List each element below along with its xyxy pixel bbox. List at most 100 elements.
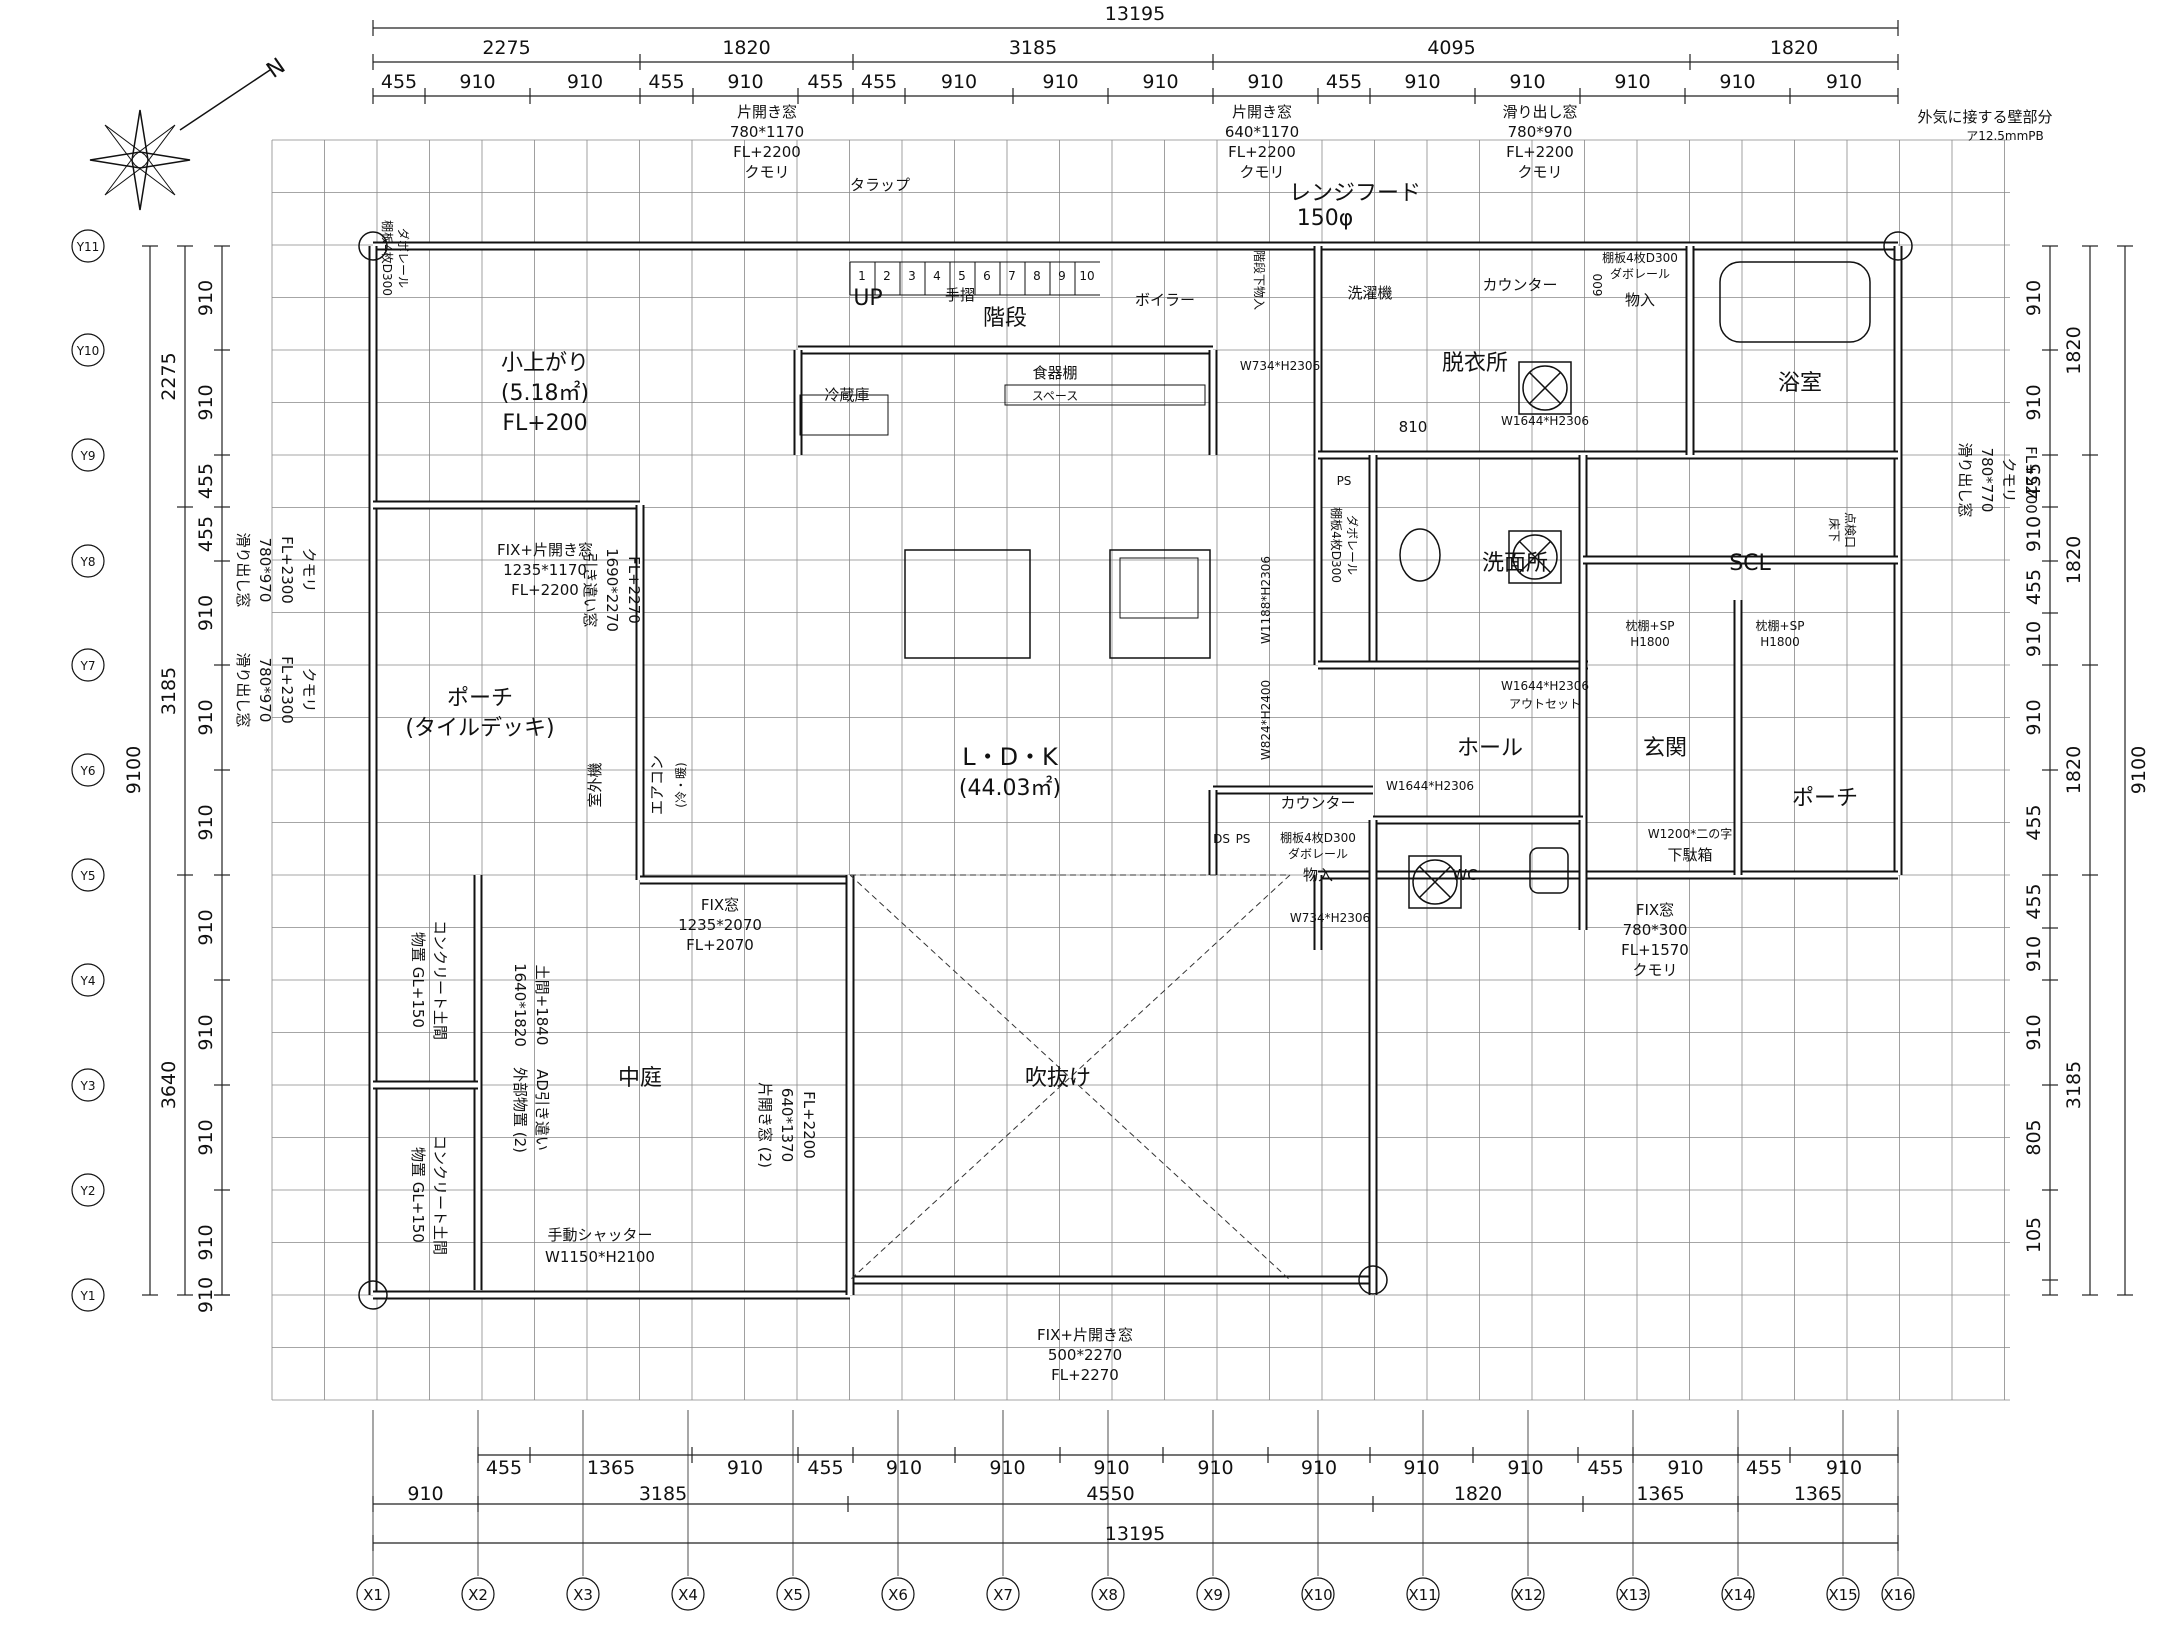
cupboard-label: スペース: [1032, 389, 1079, 403]
window-note: 780*970: [1508, 123, 1573, 141]
dimension-value: 455: [2023, 804, 2045, 840]
floor-hatch-note: 点検口: [1843, 512, 1857, 548]
room-fl: FL+200: [502, 411, 587, 436]
window-note: 片開き窓: [737, 103, 797, 121]
dimension-value: 910: [567, 71, 603, 93]
grid-x-label: X7: [993, 1586, 1013, 1604]
dimension-value: 910: [727, 71, 763, 93]
grid-bubble: [71, 1278, 105, 1312]
grid-x-label: X5: [783, 1586, 803, 1604]
room-label: 吹抜け: [1025, 1066, 1091, 1091]
note-aircon: エアコン: [648, 755, 666, 815]
dimension-value: 910: [2023, 280, 2045, 316]
dimension-total: 13195: [1105, 3, 1165, 25]
grid-y-label: Y9: [80, 449, 96, 463]
window-note: 片開き窓: [1232, 103, 1292, 121]
grid-bubble: [71, 753, 105, 787]
window-note: 780*770: [1978, 448, 1996, 513]
fan-box: [1508, 530, 1562, 584]
window-note: FIX+片開き窓: [1037, 1326, 1133, 1344]
grid-bubble: [71, 858, 105, 892]
door-note: W734*H2306: [1240, 359, 1320, 373]
grid-x-label: X11: [1408, 1586, 1437, 1604]
dimension-lines: [142, 20, 2133, 1576]
stair-number: 3: [908, 269, 916, 283]
grid-bubble: [71, 648, 105, 682]
note-range-hood: レンジフード: [1289, 181, 1421, 206]
window-note: クモリ: [300, 547, 318, 592]
dimension-value: 1820: [1454, 1483, 1502, 1505]
grid-y-label: Y4: [80, 974, 96, 988]
room-label: 小上がり: [501, 351, 589, 376]
counter-label: 600: [1591, 274, 1605, 297]
storage-label: 物入: [1625, 291, 1655, 309]
dimension-value: 910: [727, 1457, 763, 1479]
room-label: ポーチ: [1792, 786, 1858, 811]
window-note: 滑り出し窓: [234, 532, 252, 607]
kitchen-counter: [1109, 549, 1211, 659]
dimension-value: 455: [2023, 463, 2045, 499]
dimension-value: 910: [195, 384, 217, 420]
shelf-note: ダボレール: [396, 228, 411, 288]
dimension-value: 910: [1042, 71, 1078, 93]
dimension-value: 455: [807, 1457, 843, 1479]
dimension-value: 1820: [2063, 326, 2085, 374]
cupboard-box: [1004, 384, 1206, 406]
storage-note: 階段下物入: [1252, 250, 1267, 310]
background-grid: [271, 139, 2010, 1401]
window-note: 780*300: [1623, 921, 1688, 939]
dimension-value: 910: [1197, 1457, 1233, 1479]
dimension-value: 910: [1404, 71, 1440, 93]
grid-bubble: [1616, 1577, 1650, 1611]
dimension-value: 910: [1614, 71, 1650, 93]
dimension-value: 910: [195, 909, 217, 945]
window-note: クモリ: [1517, 163, 1562, 181]
storage-note: コンクリート土間: [431, 920, 449, 1040]
shelf-note: ダボレール: [1288, 846, 1348, 861]
dimension-value: 455: [486, 1457, 522, 1479]
cooktop: [1119, 557, 1199, 619]
grid-y-label: Y10: [76, 344, 100, 358]
fan-icon: [1412, 859, 1458, 905]
grid-x-label: X2: [468, 1586, 488, 1604]
room-label: ポーチ: [447, 686, 513, 711]
column-marker: [358, 1280, 388, 1310]
boiler-label: ボイラー: [1135, 291, 1195, 309]
grid-y-label: Y7: [80, 659, 96, 673]
window-note: 780*970: [256, 658, 274, 723]
dimension-value: 910: [1403, 1457, 1439, 1479]
grid-y-label: Y1: [80, 1289, 96, 1303]
walls: [358, 231, 1913, 1310]
note-ext-wall: ア12.5mmPB: [1966, 129, 2044, 143]
door-note: W824*H2400: [1259, 680, 1273, 760]
storage-note: 1640*1820: [511, 963, 529, 1047]
fridge-label: 冷蔵庫: [824, 386, 869, 404]
room-label: 浴室: [1778, 371, 1822, 396]
column-marker: [358, 231, 388, 261]
grid-x-label: X3: [573, 1586, 593, 1604]
room-label: SCL: [1729, 551, 1771, 576]
dimension-total: 13195: [1105, 1523, 1165, 1545]
grid-bubble: [71, 1173, 105, 1207]
storage-note: 物置 GL+150: [409, 1147, 427, 1243]
grid-bubble: [1881, 1577, 1915, 1611]
dimension-value: 910: [886, 1457, 922, 1479]
shelf-note: ダボレール: [1610, 266, 1670, 281]
dimension-value: 455: [2023, 883, 2045, 919]
dimension-value: 455: [807, 71, 843, 93]
room-sub: (タイルデッキ): [405, 716, 554, 741]
grid-bubble: [71, 1068, 105, 1102]
window-note: FL+2200: [733, 143, 801, 161]
dimension-value: 910: [1667, 1457, 1703, 1479]
grid-bubble: [1406, 1577, 1440, 1611]
dimension-value: 910: [2023, 1014, 2045, 1050]
window-note: 640*1170: [1225, 123, 1299, 141]
grid-bubble: [71, 229, 105, 263]
window-note: 500*2270: [1048, 1346, 1122, 1364]
window-note: 640*1370: [778, 1088, 796, 1162]
line: [1518, 540, 1552, 574]
grid-y-label: Y2: [80, 1184, 96, 1198]
grid-bubble: [1511, 1577, 1545, 1611]
grid-bubble: [1196, 1577, 1230, 1611]
window-note: 引き違い窓: [581, 552, 599, 627]
